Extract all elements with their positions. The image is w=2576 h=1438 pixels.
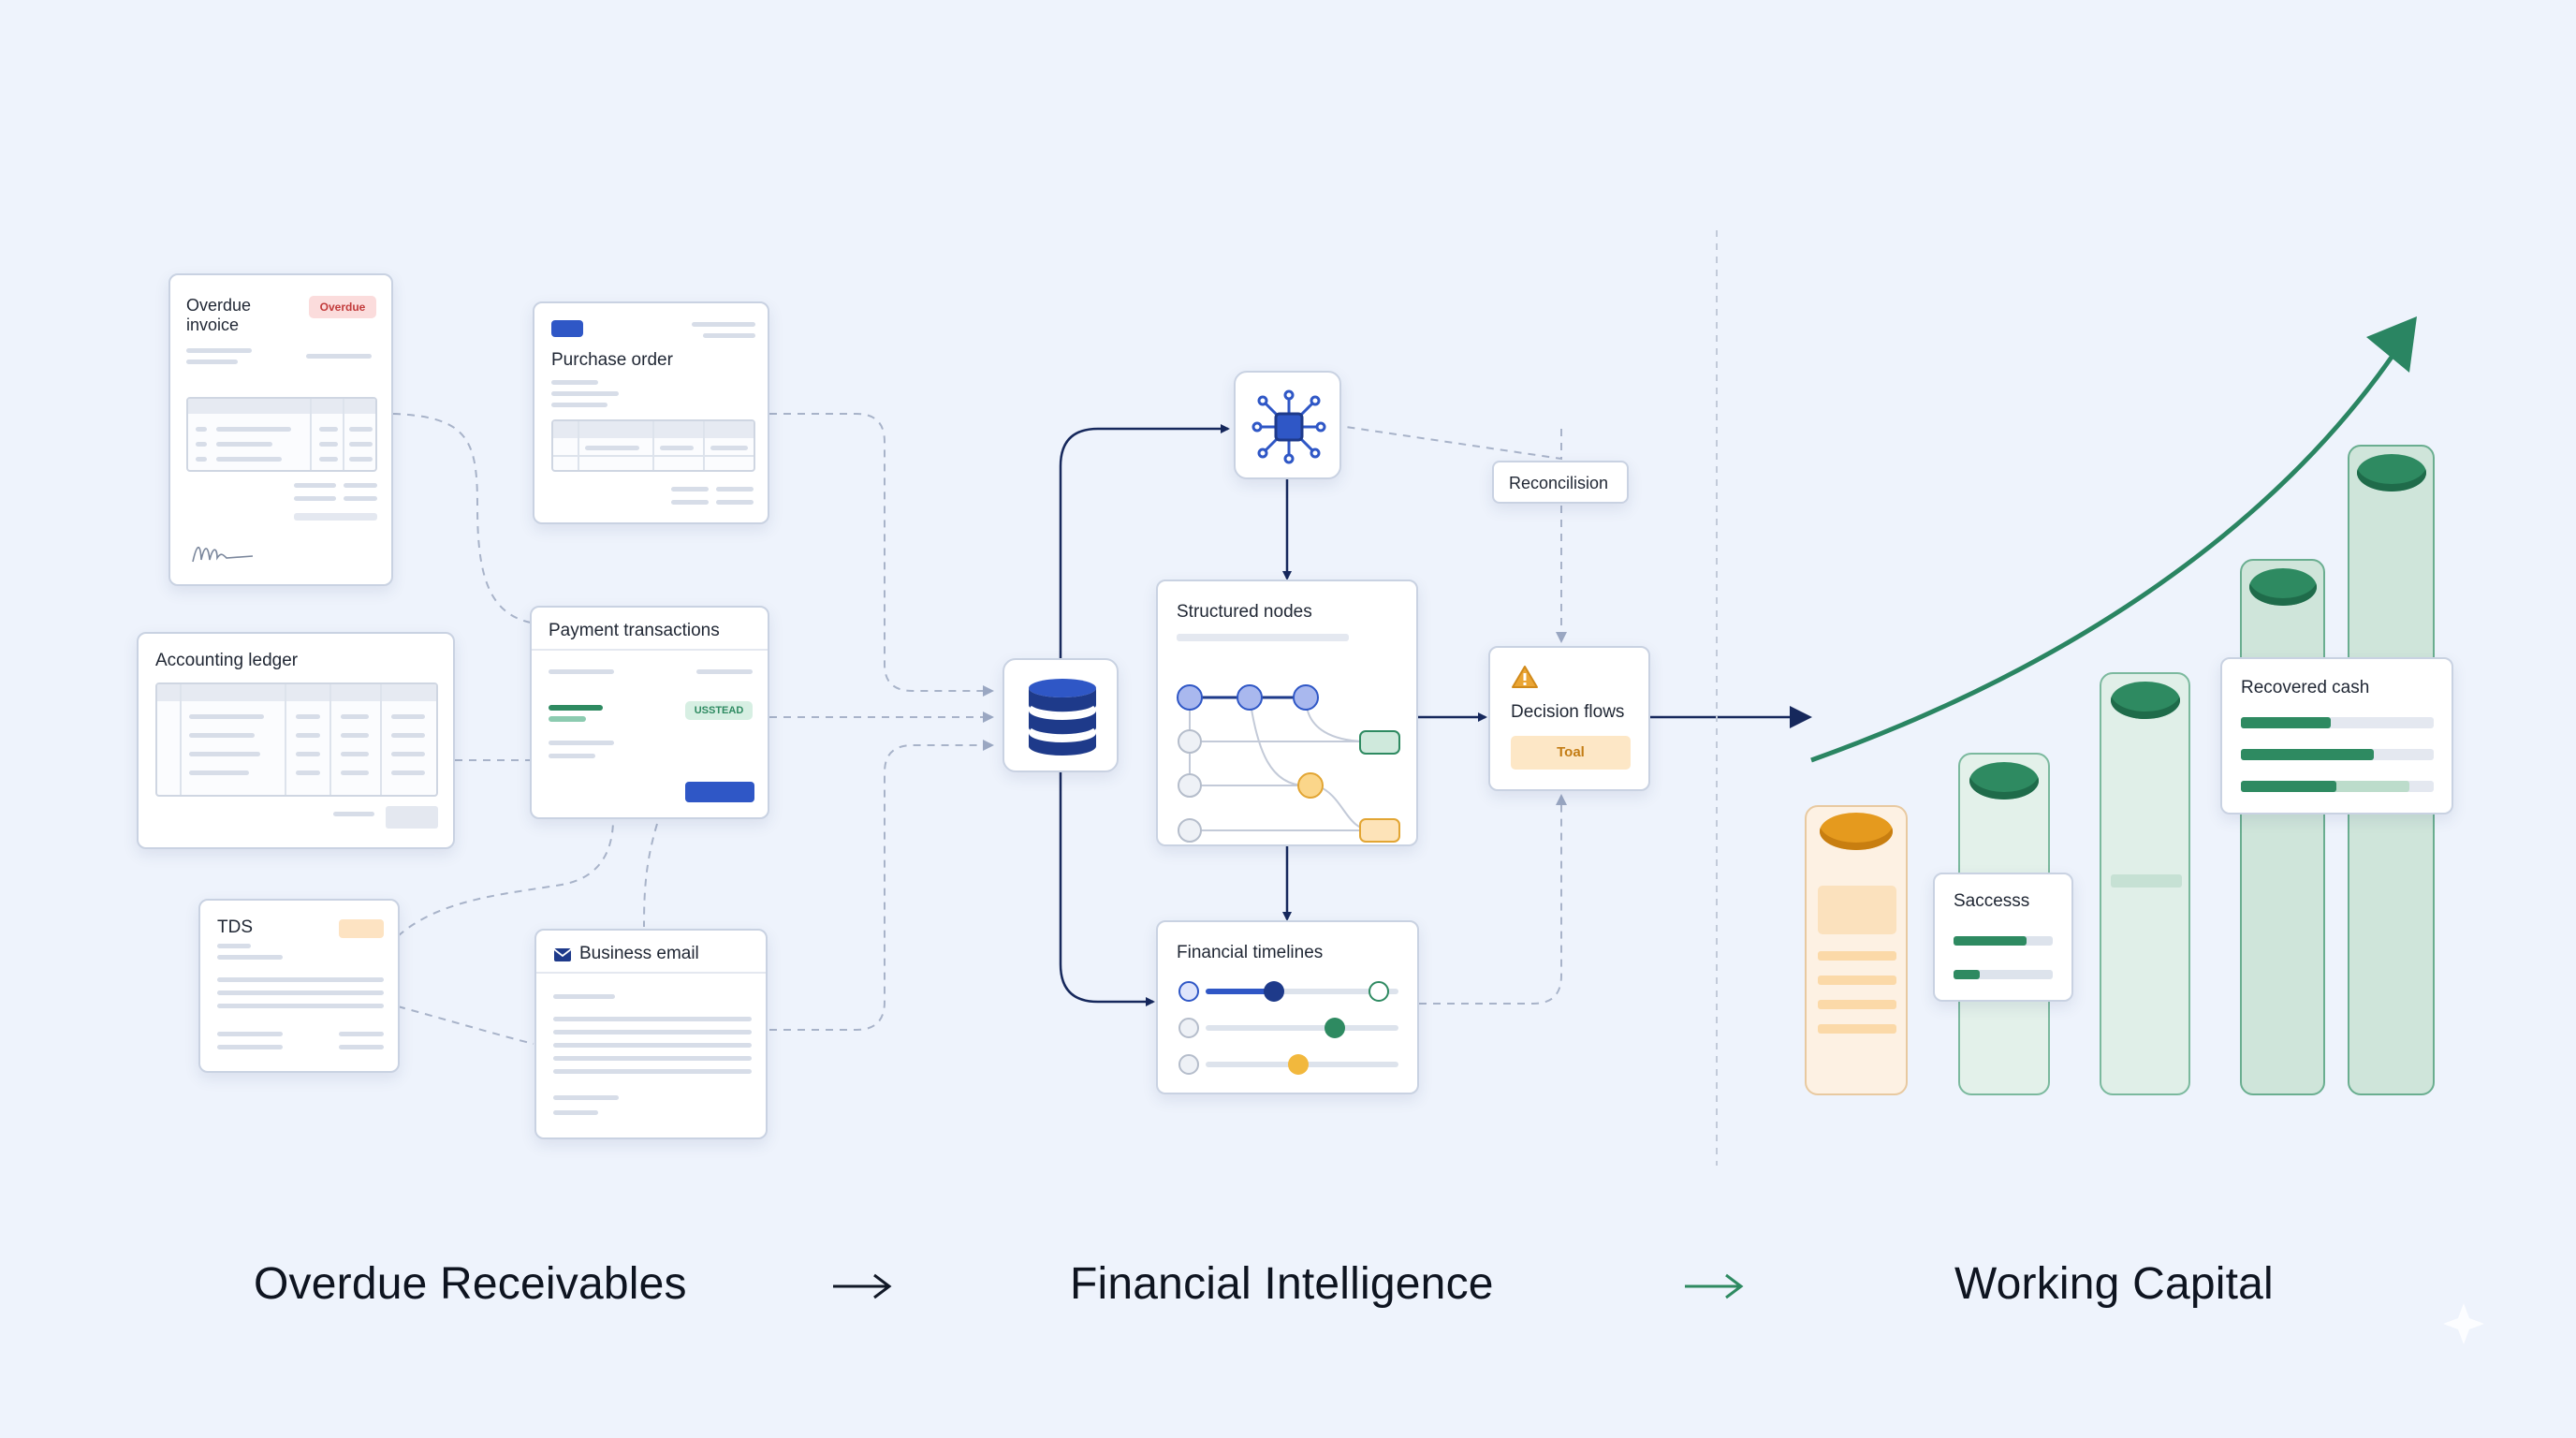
success-title: Saccesss [1954, 891, 2030, 911]
ledger-title: Accounting ledger [155, 651, 299, 670]
invoice-table [186, 397, 377, 472]
reconciliation-pill[interactable]: Reconcilision [1492, 461, 1629, 504]
database-hub[interactable] [1003, 658, 1119, 772]
structured-nodes-title: Structured nodes [1177, 602, 1312, 622]
timeline-handle-blue [1264, 981, 1284, 1002]
warning-icon [1512, 666, 1538, 688]
capital-bar-3 [2100, 672, 2190, 1095]
document-tag-icon [551, 320, 583, 337]
purchase-order-table [551, 419, 755, 472]
business-email-card[interactable]: Business email [534, 929, 768, 1139]
processor-network-icon [1251, 389, 1326, 464]
stage-financial-intelligence: Financial Intelligence [1070, 1259, 1494, 1309]
timeline-handle-green [1325, 1018, 1345, 1038]
decision-button[interactable]: Toal [1511, 736, 1631, 770]
stage-arrow-2 [1685, 1273, 1744, 1299]
stage-arrow-1 [833, 1273, 892, 1299]
ledger-total-box [386, 806, 438, 829]
reconciliation-label: Reconcilision [1509, 474, 1609, 492]
overdue-badge: Overdue [309, 296, 376, 318]
overdue-invoice-card[interactable]: Overdue invoice Overdue [168, 273, 393, 586]
payment-green-bar [549, 705, 603, 711]
recovered-cash-card[interactable]: Recovered cash [2220, 657, 2453, 814]
node-blue-1 [1177, 684, 1203, 711]
node-blue-3 [1293, 684, 1319, 711]
node-orange-box [1359, 818, 1400, 843]
coin-green-icon [2357, 454, 2426, 492]
ai-processor-node[interactable] [1234, 371, 1341, 479]
ussteads-badge: USSTEAD [685, 701, 753, 720]
node-orange [1297, 772, 1324, 799]
database-icon [1029, 679, 1096, 756]
coin-green-icon [2111, 682, 2180, 719]
mail-icon [553, 948, 572, 961]
capital-bar-orange [1805, 805, 1908, 1095]
tds-title: TDS [217, 917, 253, 937]
coin-green-icon [1969, 762, 2039, 800]
growth-arrow [1810, 354, 2395, 763]
stage-working-capital: Working Capital [1954, 1259, 2274, 1309]
timeline-handle-orange [1288, 1054, 1309, 1075]
stage-overdue-receivables: Overdue Receivables [254, 1259, 687, 1309]
payment-button[interactable] [685, 782, 754, 802]
recovered-cash-title: Recovered cash [2241, 678, 2370, 697]
success-card[interactable]: Saccesss [1933, 873, 2073, 1002]
node-blue-2 [1237, 684, 1263, 711]
financial-timelines-card[interactable]: Financial timelines [1156, 920, 1419, 1094]
invoice-title-line1: Overdue [186, 296, 252, 315]
coin-green-icon [2249, 568, 2317, 606]
coin-orange-icon [1820, 813, 1893, 850]
business-email-title: Business email [579, 944, 699, 963]
ledger-table [155, 682, 438, 797]
dashed-connectors [392, 413, 1567, 1045]
node-graph [1177, 684, 1400, 843]
growth-arrowhead-icon [2366, 316, 2417, 373]
structured-nodes-card[interactable]: Structured nodes [1156, 580, 1418, 846]
accounting-ledger-card[interactable]: Accounting ledger [137, 632, 455, 849]
purchase-order-title: Purchase order [551, 350, 673, 370]
tds-tag [339, 919, 384, 938]
solid-connectors [1059, 424, 1812, 1006]
timeline-sliders [1178, 981, 1398, 1075]
capital-bar-4 [2240, 559, 2325, 1095]
sparkle-icon [2443, 1303, 2484, 1344]
financial-timelines-title: Financial timelines [1177, 943, 1324, 962]
invoice-title-line2: invoice [186, 315, 240, 334]
purchase-order-card[interactable]: Purchase order [533, 301, 769, 524]
payment-transactions-card[interactable]: Payment transactions USSTEAD [530, 606, 769, 819]
decision-flows-card[interactable]: Decision flows Toal [1488, 646, 1650, 791]
node-green-box [1359, 730, 1400, 755]
tds-card[interactable]: TDS [198, 899, 400, 1073]
signature-icon [192, 546, 254, 563]
payment-transactions-title: Payment transactions [549, 621, 720, 640]
decision-flows-title: Decision flows [1511, 702, 1625, 722]
